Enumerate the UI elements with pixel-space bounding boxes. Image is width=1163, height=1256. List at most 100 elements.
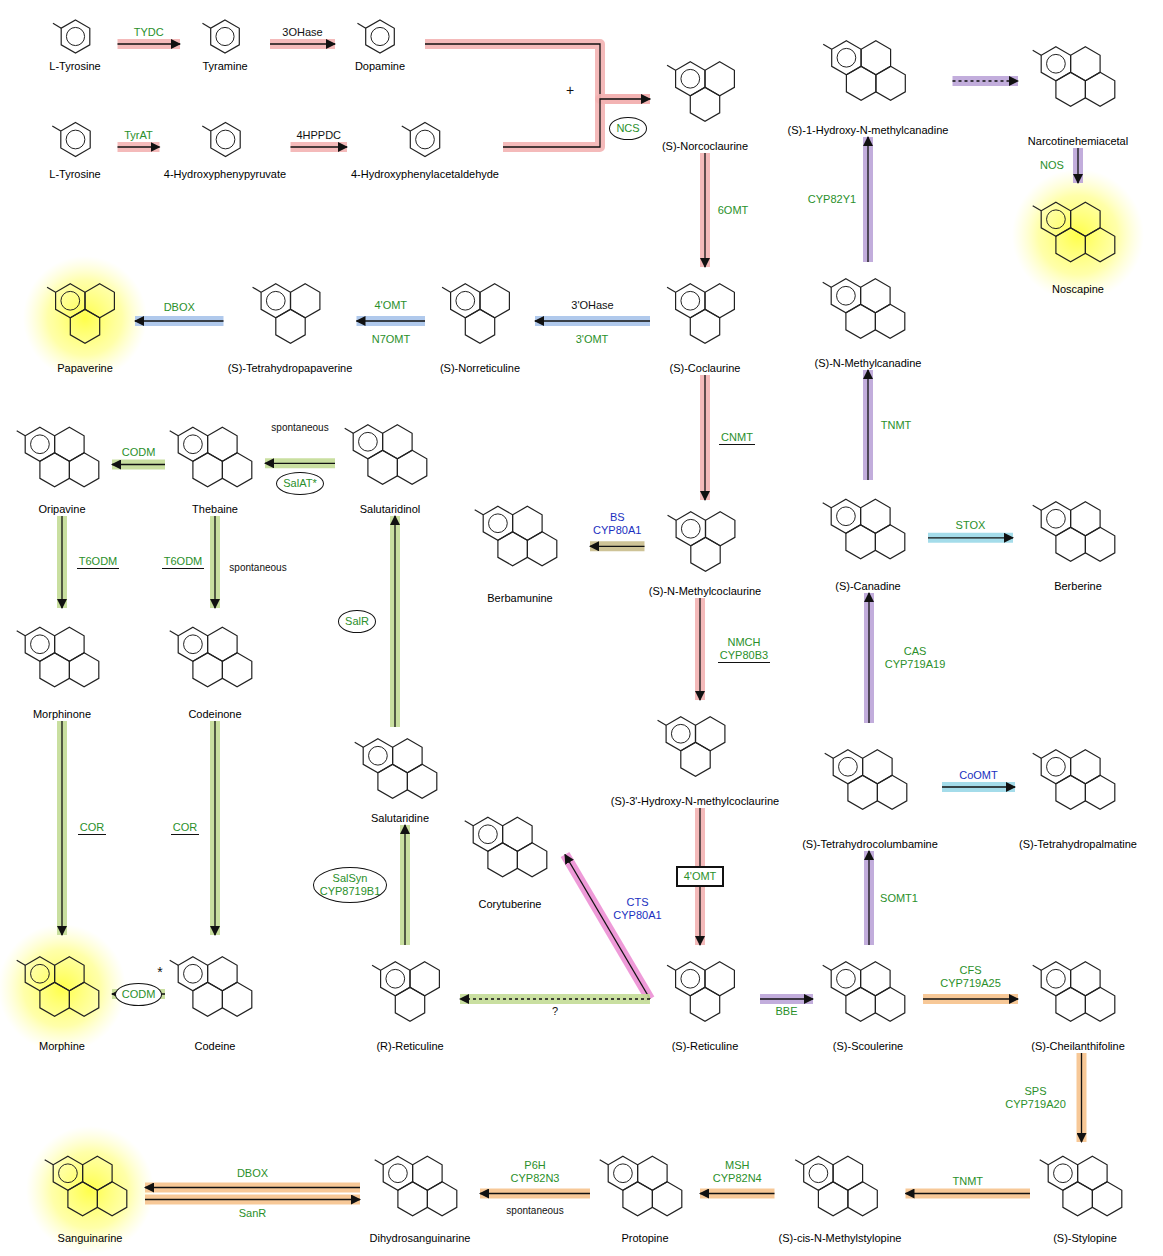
arrow-line: [214, 516, 215, 608]
bond: [17, 960, 26, 965]
arrow-line: [61, 721, 62, 935]
bond: [795, 1160, 804, 1165]
ring: [55, 427, 85, 461]
enzyme-label: BS CYP80A1: [591, 511, 643, 537]
compound-name: Thebaine: [165, 503, 265, 516]
ring: [60, 123, 89, 157]
ring: [381, 962, 410, 996]
enzyme-label: CTS CYP80A1: [611, 896, 663, 922]
compound-node: Dihydrosanguinarine: [360, 1142, 480, 1245]
ring: [877, 775, 906, 809]
compound-node: (S)-cis-N-Methylstylopine: [775, 1142, 906, 1245]
enzyme-label-holder: ?: [550, 1005, 560, 1018]
pathway-arrow: [923, 999, 1018, 1000]
arrow-line: [535, 320, 650, 321]
structure-glyph: [33, 17, 118, 56]
ring: [705, 962, 734, 996]
structure-glyph: [165, 610, 265, 704]
bond: [475, 510, 484, 515]
bond: [170, 960, 179, 965]
ring: [690, 87, 719, 121]
arrow-line: [590, 546, 645, 547]
pathway-arrow: [1081, 1053, 1082, 1142]
aromatic-ring: [61, 291, 80, 310]
structure-glyph: [33, 115, 118, 164]
enzyme-label-holder: CFS CYP719A25: [938, 964, 1003, 990]
enzyme-label: SOMT1: [878, 892, 920, 905]
pathway-band: [357, 316, 426, 326]
arrow-line: [480, 1193, 590, 1194]
aromatic-ring: [1047, 210, 1066, 229]
enzyme-label-holder: STOX: [954, 519, 988, 532]
compound-name: (S)-Reticuline: [650, 1040, 760, 1053]
ring: [178, 427, 207, 461]
ring: [831, 279, 860, 313]
aromatic-ring: [1047, 969, 1066, 988]
bond: [17, 631, 26, 636]
compound-node: (S)-Coclaurine: [650, 267, 760, 375]
ring: [1085, 72, 1114, 106]
ring: [465, 309, 494, 343]
enzyme-label-holder: CTS CYP80A1: [611, 896, 663, 922]
compound-name: Protopine: [590, 1232, 700, 1245]
structure-glyph: [650, 947, 760, 1036]
ring: [275, 309, 304, 343]
ring: [261, 284, 290, 318]
pathway-arrow: [291, 147, 348, 148]
ring: [1071, 962, 1101, 996]
ring: [193, 453, 223, 487]
compound-node: (S)-Reticuline: [650, 945, 760, 1053]
compound-name: Salutaridine: [350, 812, 450, 825]
compound-node: (S)-Cheilanthifoline: [1018, 945, 1138, 1053]
enzyme-label-holder: DBOX: [162, 301, 197, 314]
bond: [402, 126, 411, 131]
note-holder: *: [155, 964, 164, 980]
structure-glyph: [12, 937, 112, 1036]
aromatic-ring: [216, 27, 234, 45]
enzyme-label: 4'OMT: [372, 299, 409, 312]
enzyme-label: TYDC: [132, 26, 166, 39]
arrow-line: [699, 598, 700, 700]
enzyme-label: TNMT: [950, 1175, 985, 1188]
bond: [372, 965, 381, 970]
ring: [210, 123, 239, 157]
arrow-line: [135, 320, 224, 321]
structure-glyph: [180, 17, 270, 56]
aromatic-ring: [1047, 757, 1066, 776]
compound-name: (S)-Coclaurine: [650, 362, 760, 375]
arrow-line: [118, 43, 181, 44]
structure-glyph: [224, 269, 357, 358]
ring: [427, 1182, 456, 1216]
enzyme-label-holder: 3OHase: [280, 26, 324, 39]
pathway-arrow: [760, 999, 813, 1000]
ring: [517, 843, 546, 877]
enzyme-label-holder: NOS: [1038, 159, 1066, 172]
enzyme-label: COR: [171, 821, 199, 835]
aromatic-ring: [371, 27, 389, 45]
pathway-band: [942, 782, 1015, 792]
note-label: N7OMT: [370, 333, 413, 346]
pathway-band: [210, 516, 220, 608]
ring: [56, 284, 85, 318]
compound-name: (S)-Tetrahydropapaverine: [224, 362, 357, 375]
compound-name: L-Tyrosine: [33, 60, 118, 73]
ring: [666, 717, 695, 751]
ring: [1071, 47, 1101, 81]
arrow-line: [214, 721, 215, 935]
aromatic-ring: [1054, 1164, 1073, 1183]
enzyme-label-holder: SanR: [237, 1207, 269, 1220]
note-label: spontaneous: [504, 1205, 565, 1217]
enzyme-label-holder: BBE: [773, 1005, 799, 1018]
aromatic-ring: [681, 291, 700, 310]
compound-name: Dopamine: [335, 60, 425, 73]
ring: [1056, 527, 1086, 561]
compound-name: Tyramine: [180, 60, 270, 73]
ring: [690, 309, 719, 343]
ring: [503, 817, 532, 851]
ring: [25, 627, 54, 661]
compound-node: Thebaine: [165, 413, 265, 516]
pathway-band: [700, 153, 710, 267]
